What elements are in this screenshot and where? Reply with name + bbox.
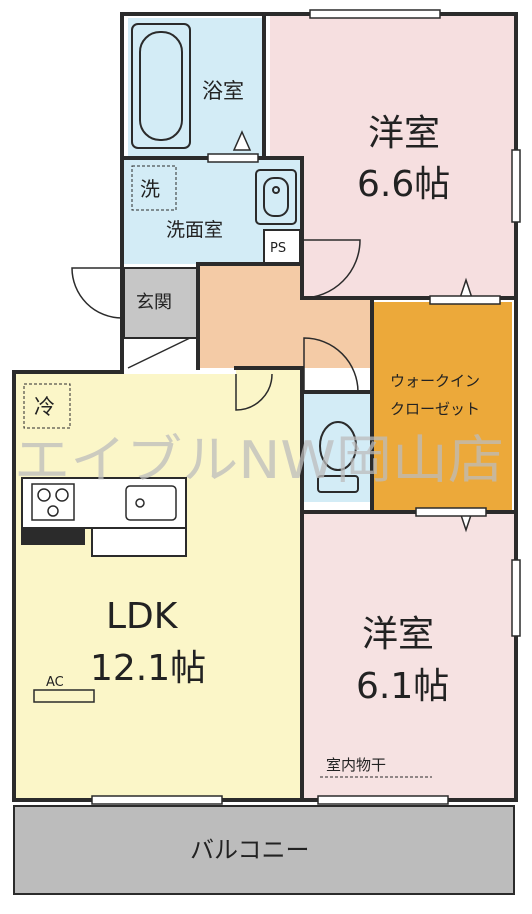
stove-icon: [31, 483, 75, 521]
washroom-label: 洗面室: [166, 219, 223, 241]
fridge-mark: 冷: [34, 395, 55, 419]
washer-box: [131, 165, 177, 211]
watermark-text: エイブルNW岡山店: [14, 431, 504, 491]
indoor-dryer-label: 室内物干: [326, 756, 386, 774]
western-room-1: [270, 14, 516, 298]
ldk-size: 12.1帖: [90, 648, 206, 689]
western1-name: 洋室: [368, 113, 440, 154]
walk-in-closet: [374, 302, 512, 512]
sink-icon: [255, 169, 297, 225]
wic-label-line2: クローゼット: [390, 400, 480, 418]
bath-label: 浴室: [202, 79, 244, 103]
western2-name: 洋室: [362, 614, 434, 655]
ps-box: [264, 230, 300, 264]
ldk-name: LDK: [106, 596, 179, 637]
western1-size: 6.6帖: [357, 164, 450, 205]
kitchen-sink-icon: [125, 485, 177, 521]
fridge-box: [23, 383, 71, 429]
hall: [200, 264, 372, 368]
western2-size: 6.1帖: [356, 666, 449, 707]
balcony-label: バルコニー: [190, 836, 310, 864]
bath-room: [128, 18, 262, 156]
toilet-icon: [317, 421, 359, 493]
entrance-label: 玄関: [136, 292, 172, 313]
entrance-area: [124, 268, 198, 338]
western-room-2: [304, 512, 516, 800]
walls: [12, 12, 518, 802]
ac-label: AC: [46, 675, 64, 690]
toilet: [304, 392, 372, 502]
ldk-room: [14, 368, 304, 800]
ac-unit: [33, 689, 95, 703]
wic-label-line1: ウォークイン: [390, 372, 480, 390]
windows: [91, 9, 521, 805]
washer-mark: 洗: [140, 177, 160, 201]
bathtub-icon: [131, 23, 191, 149]
ps-label: PS: [270, 241, 286, 256]
balcony-area: [14, 806, 514, 894]
